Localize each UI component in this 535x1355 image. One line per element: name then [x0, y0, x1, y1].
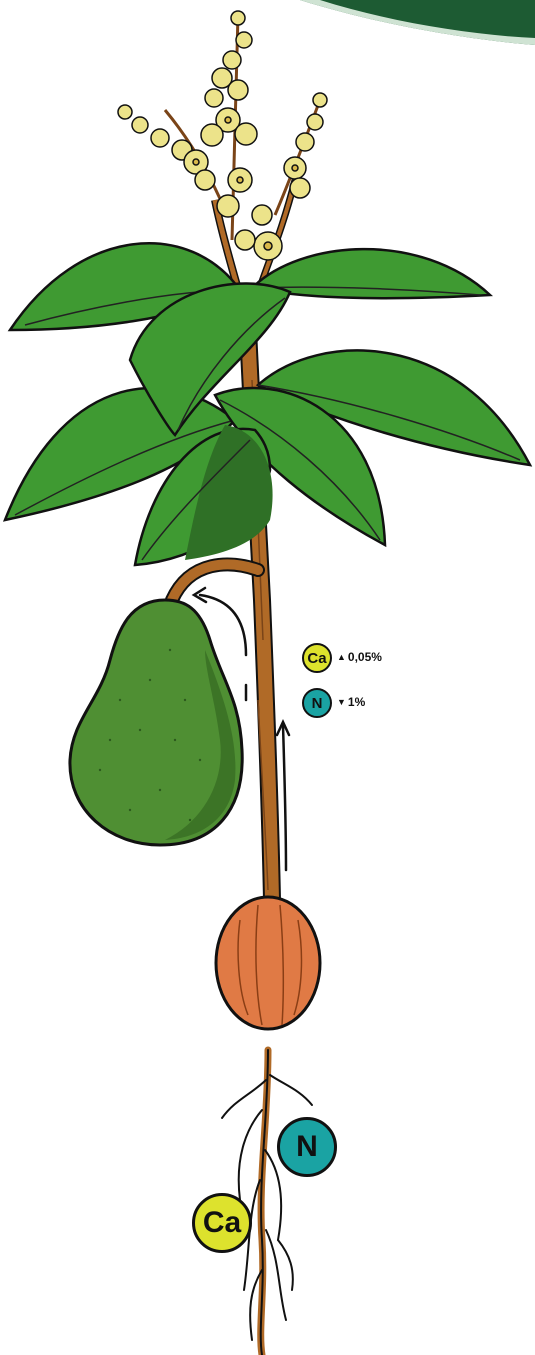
nitrogen-badge-small: N [302, 688, 332, 718]
calcium-badge-small: Ca [302, 643, 332, 673]
calcium-root-badge: Ca [192, 1193, 252, 1253]
avocado-seed [216, 897, 320, 1029]
calcium-change-value: 0,05% [348, 650, 382, 664]
calcium-change: ▲ 0,05% [337, 650, 382, 664]
nitrogen-change: ▼ 1% [337, 695, 365, 709]
down-arrow-icon: ▼ [337, 697, 346, 707]
up-arrow-icon: ▲ [337, 652, 346, 662]
leaves [5, 243, 530, 565]
nitrogen-change-value: 1% [348, 695, 365, 709]
avocado-fruit [70, 600, 242, 845]
arrow-up-stem [283, 725, 286, 870]
nitrogen-root-badge: N [277, 1117, 337, 1177]
